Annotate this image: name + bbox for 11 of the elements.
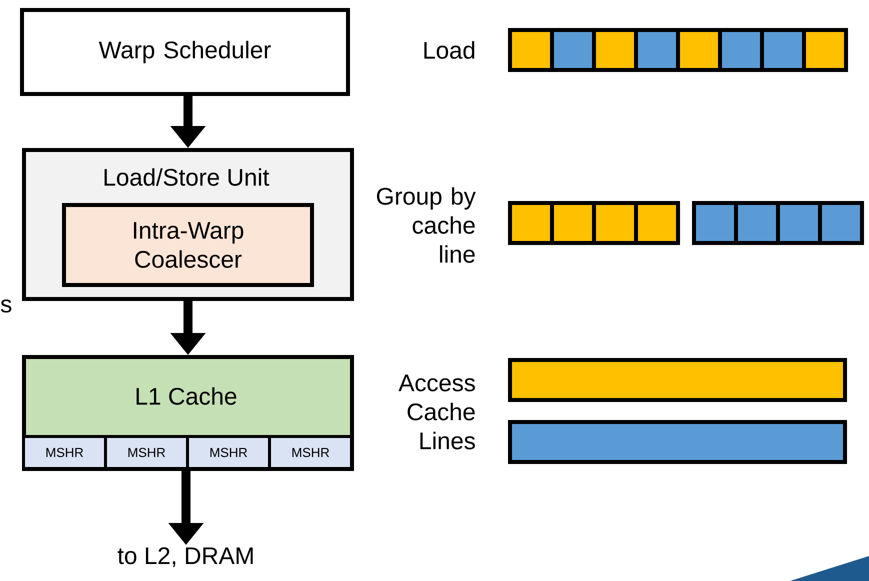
node-text: to L2, DRAM [118,547,253,568]
row-label: Group by cache line [376,187,476,263]
scheduler-box: Warp Scheduler [20,8,350,96]
mshr-cell: MSHR [22,435,107,470]
text-fragment: s [0,299,12,313]
mshr-cell: MSHR [268,435,353,470]
mshr-cell: MSHR [186,435,271,470]
mshr-cell: MSHR [104,435,189,470]
coalescer-box: Intra-Warp Coalescer [62,203,314,287]
row-label: Access Cache Lines [398,374,475,450]
row-label: Load [424,41,474,59]
